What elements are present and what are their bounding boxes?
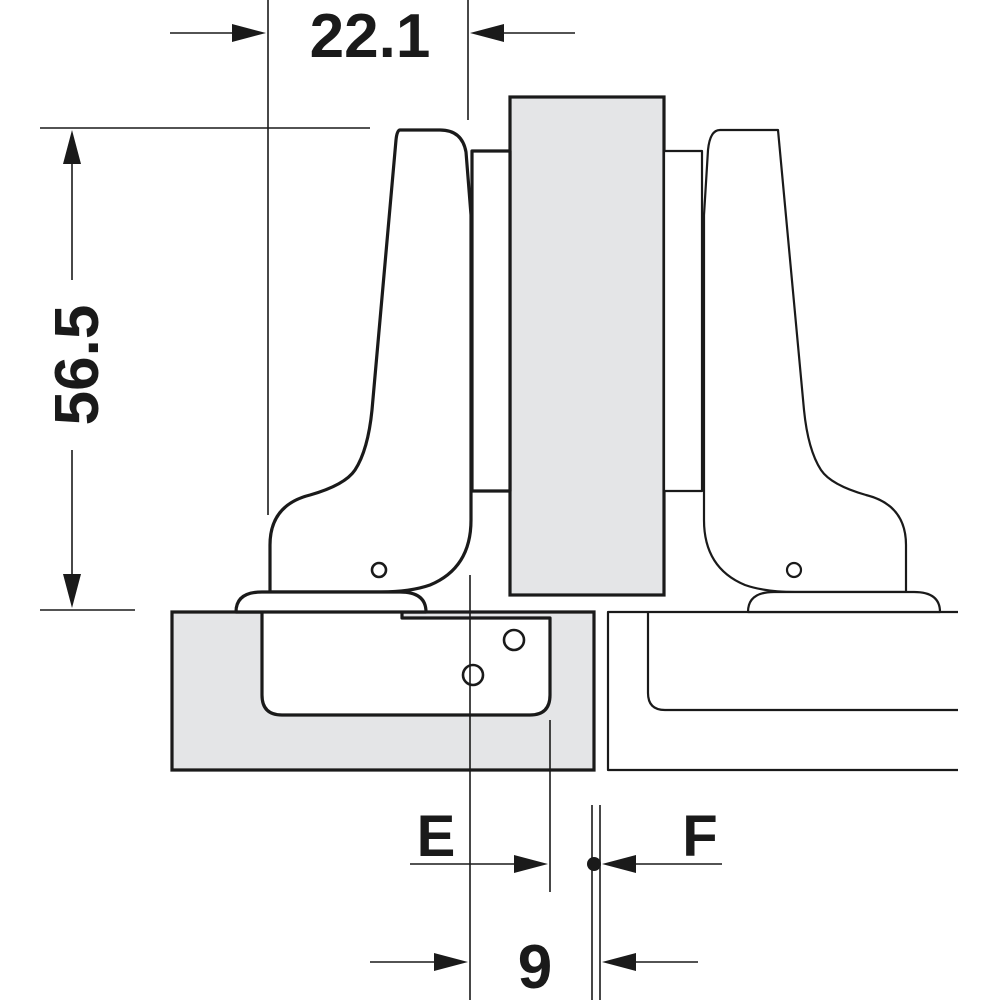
hinge-base-left: [234, 590, 428, 614]
dimension-22-1-label: 22.1: [310, 2, 431, 71]
mounting-plate-left: [470, 149, 512, 493]
arrow-56-bottom: [63, 574, 81, 608]
arrow-9-right: [602, 953, 636, 971]
mounting-plate-right: [662, 149, 704, 493]
label-f: F: [682, 804, 717, 869]
label-e: E: [417, 804, 456, 869]
reference-point: [587, 857, 601, 871]
hinge-screw-left: [370, 561, 388, 579]
hinge-screw-right: [785, 561, 803, 579]
hinge-arm-left: [268, 128, 473, 594]
arrow-e: [514, 855, 548, 873]
arrow-22-right: [470, 24, 504, 42]
door-panel-right: [606, 610, 958, 772]
hinge-cup-left: [260, 612, 552, 717]
arrow-22-left: [232, 24, 266, 42]
hinge-base-right: [746, 590, 942, 614]
hinge-arm-right: [702, 128, 908, 594]
arrow-f: [602, 855, 636, 873]
arrow-9-left: [434, 953, 468, 971]
cabinet-side-panel: [508, 95, 666, 597]
cup-screw-2: [461, 663, 485, 687]
dimension-56-5-label: 56.5: [43, 305, 112, 426]
dimension-9-label: 9: [518, 933, 552, 1000]
cup-screw-1: [502, 628, 526, 652]
door-panel-right-inner: [646, 612, 958, 712]
arrow-56-top: [63, 130, 81, 164]
